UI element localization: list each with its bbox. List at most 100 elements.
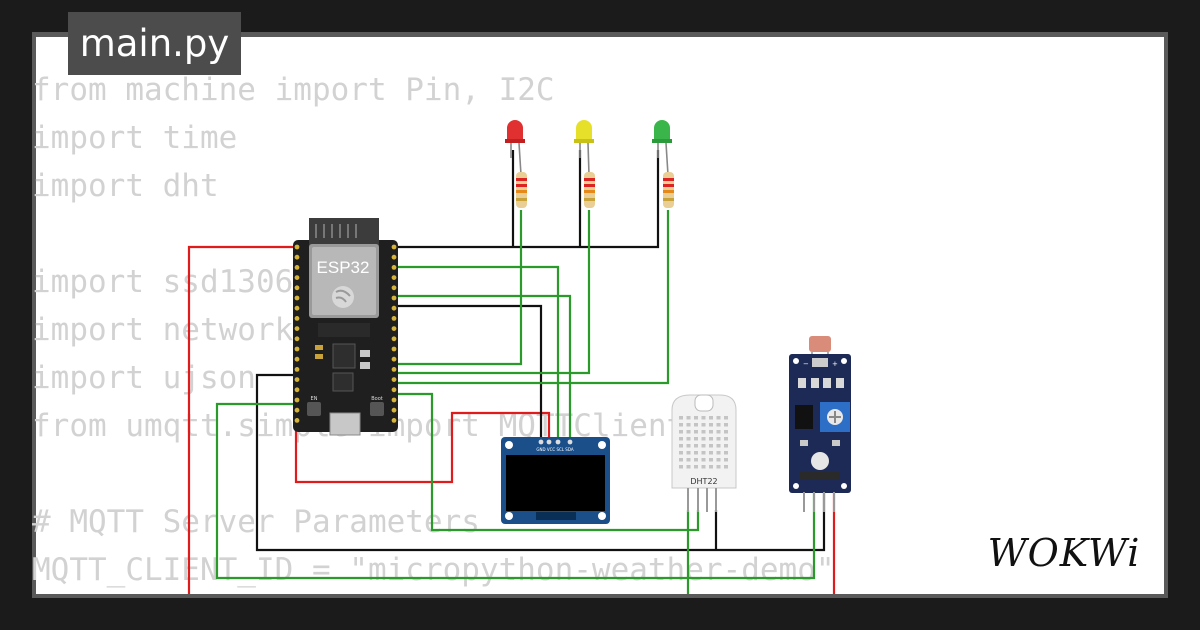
dht22-vent [709,458,713,462]
dht22-vent [724,465,728,469]
wire-green-sda [398,294,572,440]
led-yellow[interactable] [574,120,594,176]
code-line-6[interactable]: import network [32,312,294,348]
esp32-pin [391,387,397,393]
dht22-vent [724,423,728,427]
dht22-vent [701,465,706,469]
esp32-pin [294,407,300,413]
dht22-vent [716,444,721,448]
dht22-vent [724,437,728,441]
esp32-pin [391,265,397,270]
dht22-vent [724,451,728,455]
dht22-vent [724,416,728,420]
code-line-11[interactable]: MQTT_CLIENT_ID = "micropython-weather-de… [32,552,835,588]
dht22-vent [701,430,706,434]
boot-button[interactable] [370,402,384,416]
dht22-vent [724,430,728,434]
dht22-vent [686,465,691,469]
dht22-vent [709,437,713,441]
ldr-minus-label: − [803,360,809,368]
ldr-plus-label: + [832,360,838,368]
wire-black-gnd-bus [255,373,826,552]
esp32-pin [391,305,397,311]
esp32-pin [391,254,397,260]
dht22-vent [686,430,691,434]
dht22-vent [716,437,721,441]
dht22-vent [716,451,721,455]
dht22-vent [694,451,698,455]
dht22-vent [686,423,691,427]
dht22-vent [679,458,683,462]
dht22-vent [716,430,721,434]
code-line-7[interactable]: import ujson [32,360,256,396]
dht22-vent [686,437,691,441]
esp32-board[interactable]: ESP32 EN Boot [293,218,398,436]
code-line-5[interactable]: import ssd1306 [32,264,294,300]
dht22-vent [679,444,683,448]
wire-green-led-green [398,210,670,385]
wire-green-dht-data [398,392,700,532]
dht22-vent-grid [679,416,728,469]
esp32-pin [391,407,397,413]
resistor-1[interactable] [516,172,527,208]
dht22-vent [686,451,691,455]
resistor-2[interactable] [584,172,595,208]
dht22-vent [679,416,683,420]
esp32-pin [391,377,397,382]
led-red[interactable] [505,120,525,176]
led-green[interactable] [652,120,672,176]
dht22-vent [724,458,728,462]
esp32-pin [294,418,300,423]
esp32-pin [294,367,300,372]
esp32-pin [391,397,397,403]
dht22-label: DHT22 [690,477,717,486]
esp32-pin [294,305,300,311]
en-label: EN [311,396,318,402]
dht22-vent [694,430,698,434]
esp32-pin [294,377,300,382]
dht22-vent [724,444,728,448]
esp32-pin [391,244,397,250]
esp32-pin [391,275,397,280]
esp32-pin [391,295,397,301]
photoresistor [809,336,831,352]
dht22-vent [701,458,706,462]
esp32-pin [391,326,397,331]
file-tab-main-py[interactable]: main.py [68,12,241,75]
code-line-2[interactable]: import time [32,120,238,156]
esp32-pin [294,387,300,393]
dht22-vent [679,465,683,469]
esp32-pin [294,397,300,403]
esp32-pin [391,418,397,423]
esp32-pin-headers [294,244,397,423]
dht22-vent [701,451,706,455]
dht22-vent [694,458,698,462]
code-line-3[interactable]: import dht [32,168,219,204]
en-button[interactable] [307,402,321,416]
esp32-pin [294,326,300,331]
resistor-3[interactable] [663,172,674,208]
esp32-pin [294,295,300,301]
esp32-pin [391,336,397,342]
dht22-vent [679,437,683,441]
dht22-vent [709,451,713,455]
ldr-module[interactable]: − + [789,336,851,512]
usb-port [329,412,361,436]
esp32-pin [294,316,300,321]
wires [187,150,836,594]
espressif-logo-icon [332,286,354,308]
dht22-sensor[interactable]: DHT22 [671,394,737,512]
dht22-vent [679,430,683,434]
oled-display[interactable]: GND VCC SCL SDA [501,437,610,524]
esp32-pin [294,275,300,280]
dht22-vent [709,465,713,469]
wire-black-led-gnd [398,150,660,249]
dht22-vent [709,444,713,448]
dht22-vent [709,416,713,420]
wire-green-ldr-out [215,402,816,580]
dht22-vent [686,416,691,420]
dht22-vent [679,423,683,427]
esp32-pin [294,285,300,291]
code-line-1[interactable]: from machine import Pin, I2C [32,72,555,108]
